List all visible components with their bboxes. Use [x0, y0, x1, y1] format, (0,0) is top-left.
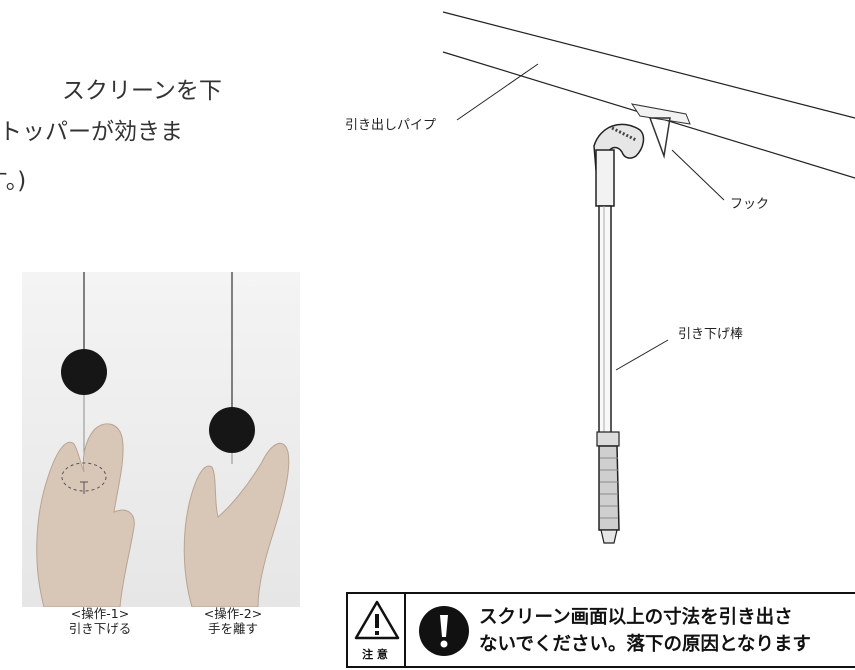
warning-text-line-1: スクリーン画面以上の寸法を引き出さ: [479, 607, 793, 628]
rod-grip-icon: [596, 431, 620, 544]
intro-line-1: スクリーンを下: [62, 78, 222, 104]
rod-head-icon: [593, 123, 645, 207]
exclamation-icon: [419, 606, 469, 656]
pull-ball-2: [209, 407, 255, 453]
hand-illustration: [36, 272, 290, 608]
operation-photos: [22, 272, 300, 608]
operation-1-title: <操作-1>: [70, 606, 130, 621]
hook-icon: [630, 103, 691, 159]
intro-line-3: す。): [0, 168, 27, 194]
rod-shaft: [598, 205, 612, 437]
intro-line-2: トッパーが効きま: [0, 119, 183, 145]
pipe-label: 引き出しパイプ: [345, 118, 437, 133]
operation-2-action: 手を離す: [207, 621, 258, 636]
pull-rod-diagram: [442, 11, 855, 544]
operation-2-title: <操作-2>: [203, 606, 263, 621]
warning-label: 注 意: [362, 648, 388, 661]
operation-1-action: 引き下げる: [68, 621, 132, 636]
warning-triangle-icon: [354, 600, 400, 640]
pipe-top-line: [442, 11, 855, 119]
warning-text-line-2: ないでください。落下の原因となります: [479, 634, 811, 655]
warning-label-cell: 注 意: [348, 594, 406, 666]
rod-label: 引き下げ棒: [678, 327, 744, 342]
hook-label: フック: [730, 197, 770, 212]
pull-ball-1: [61, 349, 107, 395]
operation-2-caption: <操作-2> 手を離す: [193, 606, 273, 636]
operation-1-caption: <操作-1> 引き下げる: [60, 606, 140, 636]
warning-box: 注 意 スクリーン画面以上の寸法を引き出さ ないでください。落下の原因となります: [346, 592, 855, 668]
